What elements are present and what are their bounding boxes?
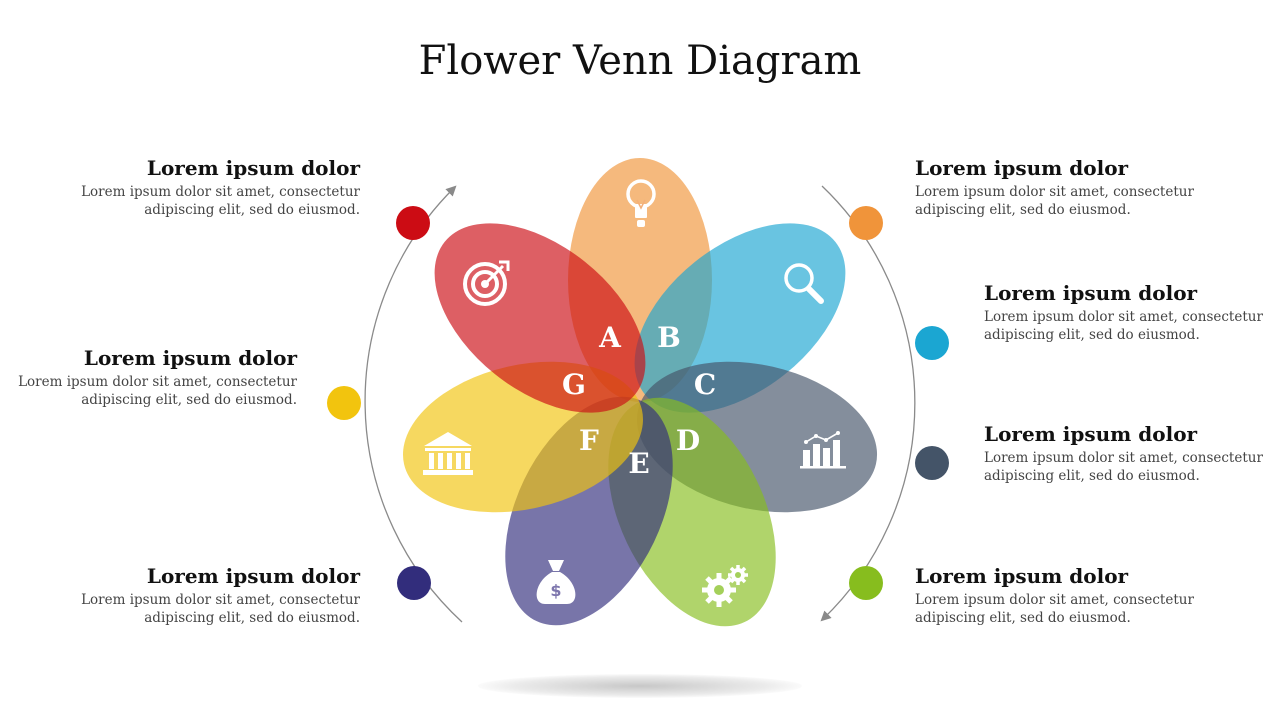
item-orange: Lorem ipsum dolor Lorem ipsum dolor sit … <box>915 155 1215 219</box>
gears-icon <box>702 565 748 607</box>
item-heading: Lorem ipsum dolor <box>915 156 1129 180</box>
item-green: Lorem ipsum dolor Lorem ipsum dolor sit … <box>915 563 1215 627</box>
letter-c: C <box>694 368 716 401</box>
dot-cyan <box>915 326 949 360</box>
ground-shadow <box>478 674 802 698</box>
magnifier-icon <box>784 263 824 304</box>
item-red: Lorem ipsum dolor Lorem ipsum dolor sit … <box>60 155 360 219</box>
dot-orange <box>849 206 883 240</box>
item-navy: Lorem ipsum dolor Lorem ipsum dolor sit … <box>60 563 360 627</box>
target-icon <box>463 260 510 306</box>
item-heading: Lorem ipsum dolor <box>146 564 360 588</box>
bank-icon <box>423 432 473 475</box>
petal-cyan <box>634 223 846 413</box>
letter-f: F <box>579 424 599 457</box>
dot-red <box>396 206 430 240</box>
item-heading: Lorem ipsum dolor <box>984 281 1198 305</box>
bar-chart-icon <box>800 431 846 469</box>
money-bag-icon: $ <box>536 560 576 604</box>
item-heading: Lorem ipsum dolor <box>146 156 360 180</box>
item-cyan: Lorem ipsum dolor Lorem ipsum dolor sit … <box>984 280 1280 344</box>
dot-green <box>849 566 883 600</box>
dot-slate <box>915 446 949 480</box>
right-arc <box>820 185 916 622</box>
svg-text:$: $ <box>550 581 561 600</box>
dot-yellow <box>327 386 361 420</box>
item-slate: Lorem ipsum dolor Lorem ipsum dolor sit … <box>984 421 1280 485</box>
letter-a: A <box>598 321 622 354</box>
item-heading: Lorem ipsum dolor <box>984 422 1198 446</box>
lightbulb-icon <box>626 179 656 227</box>
intersection-labels: A B C D E F G <box>562 321 716 480</box>
item-heading: Lorem ipsum dolor <box>915 564 1129 588</box>
item-yellow: Lorem ipsum dolor Lorem ipsum dolor sit … <box>0 345 297 409</box>
dot-navy <box>397 566 431 600</box>
slide-title: Flower Venn Diagram <box>418 38 862 84</box>
item-heading: Lorem ipsum dolor <box>83 346 297 370</box>
petals <box>402 158 878 627</box>
letter-d: D <box>676 424 700 457</box>
letter-g: G <box>562 368 586 401</box>
letter-b: B <box>657 321 681 354</box>
letter-e: E <box>628 447 649 480</box>
